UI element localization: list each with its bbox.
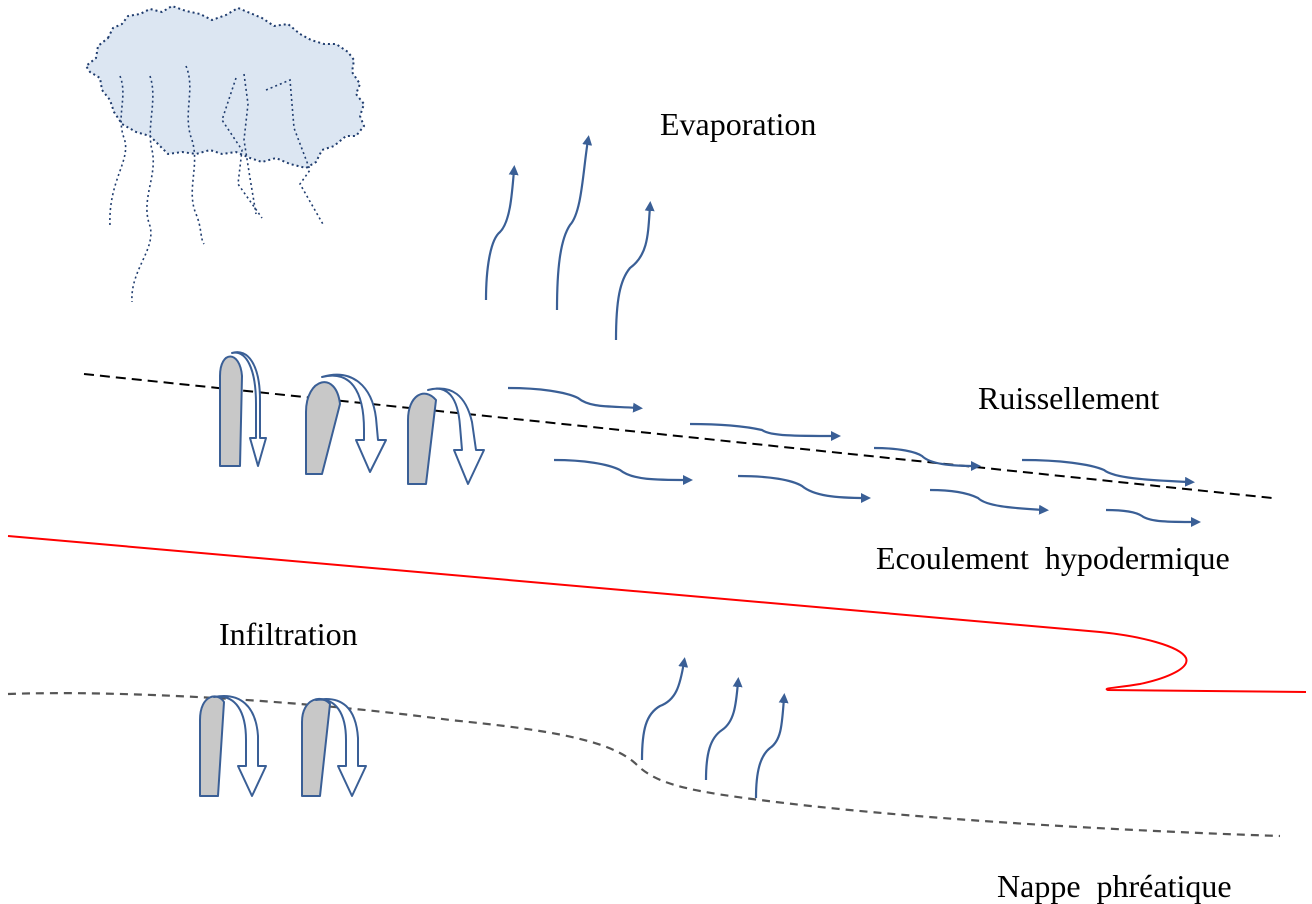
runoff-label: Ruissellement (978, 382, 1159, 414)
capillary-rise-arrow (706, 682, 738, 780)
evaporation-arrow (557, 140, 588, 310)
capillary-rise-arrows (642, 662, 784, 798)
capillary-rise-arrow (642, 662, 684, 760)
curved-arrow-icon (220, 352, 266, 466)
curved-arrow-icon (302, 699, 366, 796)
curved-arrow-icon (306, 375, 386, 474)
evaporation-arrows (486, 140, 650, 340)
water-table-label: Nappe phréatique (997, 870, 1232, 902)
subsurface-arrow (738, 476, 866, 498)
curved-arrow-icon (408, 388, 484, 484)
infiltration-curved-arrows-top (220, 352, 484, 484)
subsurface-arrow (930, 490, 1044, 510)
runoff-arrow (690, 424, 836, 436)
water-table-line (8, 693, 1280, 836)
subsurface-flow-label: Ecoulement hypodermique (876, 542, 1230, 574)
evaporation-arrow (616, 206, 650, 340)
capillary-rise-arrow (756, 698, 784, 798)
curved-arrow-icon (200, 696, 266, 796)
storm-cloud-icon (86, 6, 364, 168)
evaporation-arrow (486, 170, 514, 300)
infiltration-curved-arrows-bottom (200, 696, 366, 796)
runoff-arrow (1022, 460, 1190, 482)
evaporation-label: Evaporation (660, 108, 816, 140)
runoff-arrow (508, 388, 638, 408)
subsurface-arrow (554, 460, 688, 480)
runoff-arrow (874, 448, 976, 466)
infiltration-label: Infiltration (219, 618, 358, 650)
subsurface-arrow (1106, 510, 1196, 522)
